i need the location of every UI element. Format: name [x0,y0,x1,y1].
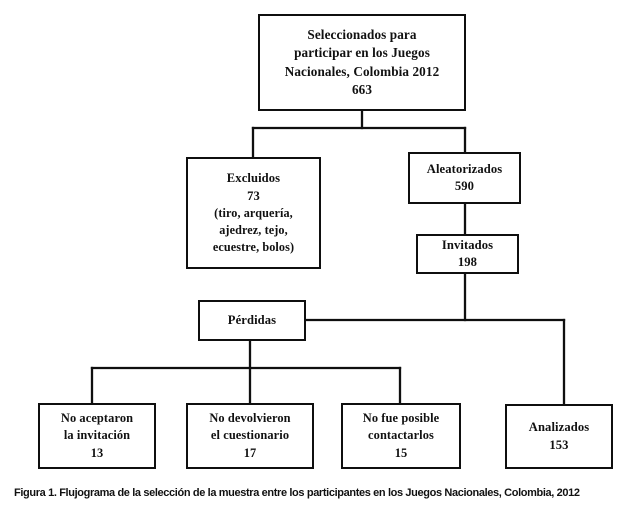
node-seleccionados-line1: Seleccionados para [307,27,417,43]
node-analizados-label: Analizados [528,420,590,435]
node-excluidos-detail2: ajedrez, tejo, [219,222,288,237]
node-no-aceptaron-line2: la invitación [63,428,131,443]
node-excluidos-count: 73 [247,188,260,203]
node-seleccionados: Seleccionados para participar en los Jue… [258,14,466,111]
node-invitados-label: Invitados [441,237,494,252]
node-no-contactados-count: 15 [394,445,408,460]
node-seleccionados-count: 663 [351,81,373,97]
node-seleccionados-line3: Nacionales, Colombia 2012 [284,63,440,79]
node-excluidos-detail3: ecuestre, bolos) [212,239,295,254]
node-no-devolvieron-line1: No devolvieron [209,411,291,426]
node-no-aceptaron-count: 13 [90,445,104,460]
node-excluidos-label: Excluidos [226,171,281,186]
node-analizados-count: 153 [549,437,569,452]
node-no-aceptaron-line1: No aceptaron [60,411,134,426]
node-analizados: Analizados 153 [505,404,613,469]
node-seleccionados-line2: participar en los Juegos [294,45,430,61]
node-aleatorizados: Aleatorizados 590 [408,152,521,204]
node-perdidas: Pérdidas [198,300,306,341]
node-no-contactados: No fue posible contactarlos 15 [341,403,461,469]
node-invitados: Invitados 198 [416,234,519,274]
node-aleatorizados-label: Aleatorizados [426,161,503,176]
node-no-contactados-line2: contactarlos [368,428,434,443]
node-excluidos: Excluidos 73 (tiro, arquería, ajedrez, t… [186,157,321,269]
figure-caption: Figura 1. Flujograma de la selección de … [14,487,580,499]
node-excluidos-detail1: (tiro, arquería, [214,206,293,221]
node-no-contactados-line1: No fue posible [362,411,440,426]
node-perdidas-label: Pérdidas [227,312,277,327]
node-invitados-count: 198 [457,255,478,269]
node-no-devolvieron: No devolvieron el cuestionario 17 [186,403,314,469]
node-no-devolvieron-count: 17 [243,445,257,460]
node-no-devolvieron-line2: el cuestionario [210,428,290,443]
node-no-aceptaron: No aceptaron la invitación 13 [38,403,156,469]
node-aleatorizados-count: 590 [454,179,475,193]
